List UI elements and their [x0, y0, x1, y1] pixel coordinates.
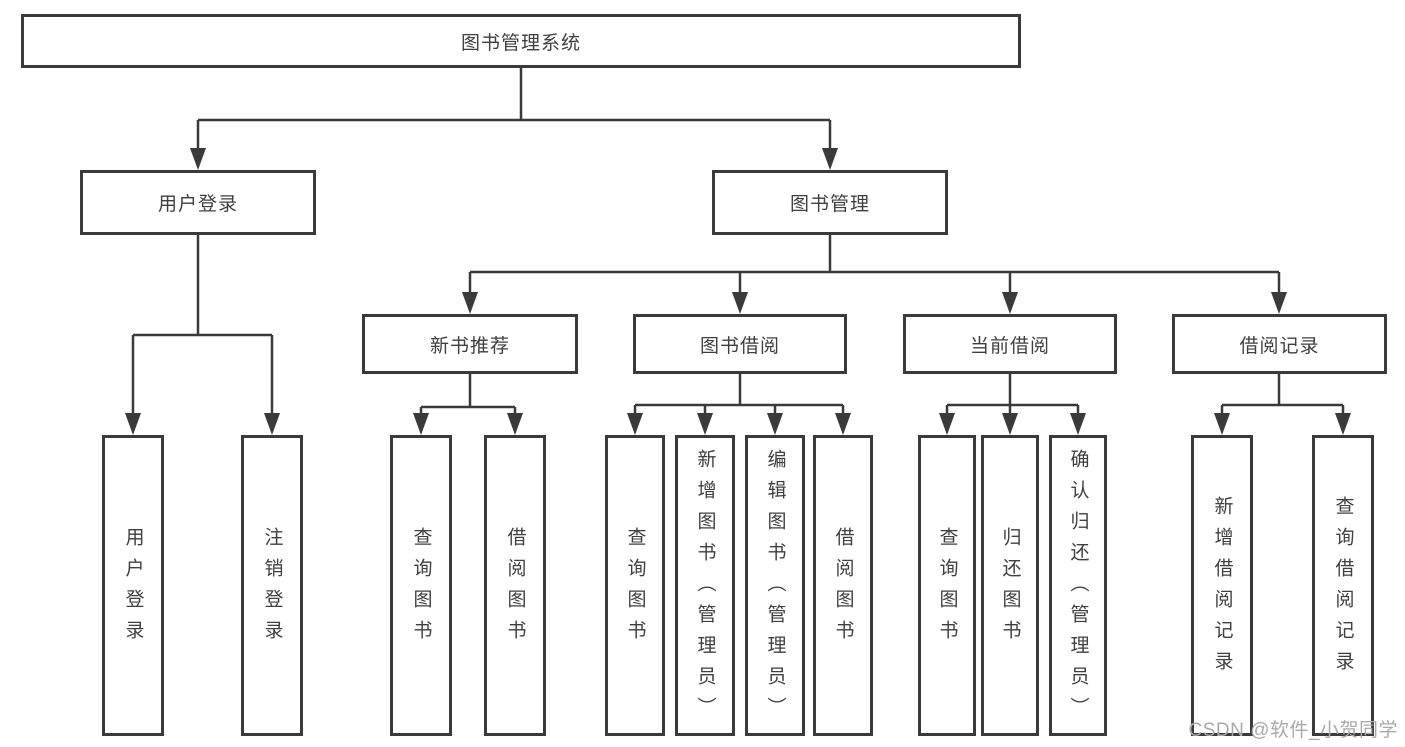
connector-new-book-rec-to-leaves	[413, 374, 523, 435]
leaf-borrow-books: 借阅图书	[813, 435, 873, 736]
connector-root-to-level2	[190, 68, 838, 170]
connector-book-borrow-to-leaves	[627, 374, 851, 435]
leaf-add-borrow-record: 新增借阅记录	[1191, 435, 1253, 736]
leaf-query-books: 查询图书	[390, 435, 452, 736]
leaf-logout: 注销登录	[241, 435, 303, 736]
csdn-watermark: CSDN @软件_小贺同学	[1188, 720, 1398, 741]
leaf-query-books: 查询图书	[605, 435, 665, 736]
node-user-login: 用户登录	[80, 170, 316, 235]
node-new-book-recommend: 新书推荐	[362, 314, 578, 374]
node-current-borrowing: 当前借阅	[903, 314, 1117, 374]
leaf-user-login: 用户登录	[102, 435, 164, 736]
leaf-query-books: 查询图书	[918, 435, 976, 736]
leaf-borrow-books: 借阅图书	[484, 435, 546, 736]
leaf-query-borrow-record: 查询借阅记录	[1312, 435, 1374, 736]
node-borrowing-records: 借阅记录	[1172, 314, 1387, 374]
node-book-management: 图书管理	[712, 170, 948, 235]
leaf-edit-books-admin: 编辑图书（管理员）	[745, 435, 805, 736]
leaf-confirm-return-admin: 确认归还（管理员）	[1049, 435, 1107, 736]
connector-borrow-records-to-leaves	[1214, 374, 1351, 435]
connector-user-login-to-leaves	[125, 235, 280, 435]
leaf-return-books: 归还图书	[981, 435, 1039, 736]
connector-book-management-to-level3	[462, 235, 1287, 314]
node-root-book-management-system: 图书管理系统	[21, 14, 1021, 68]
node-book-borrowing: 图书借阅	[633, 314, 847, 374]
connector-current-borrow-to-leaves	[939, 374, 1086, 435]
leaf-add-books-admin: 新增图书（管理员）	[675, 435, 735, 736]
